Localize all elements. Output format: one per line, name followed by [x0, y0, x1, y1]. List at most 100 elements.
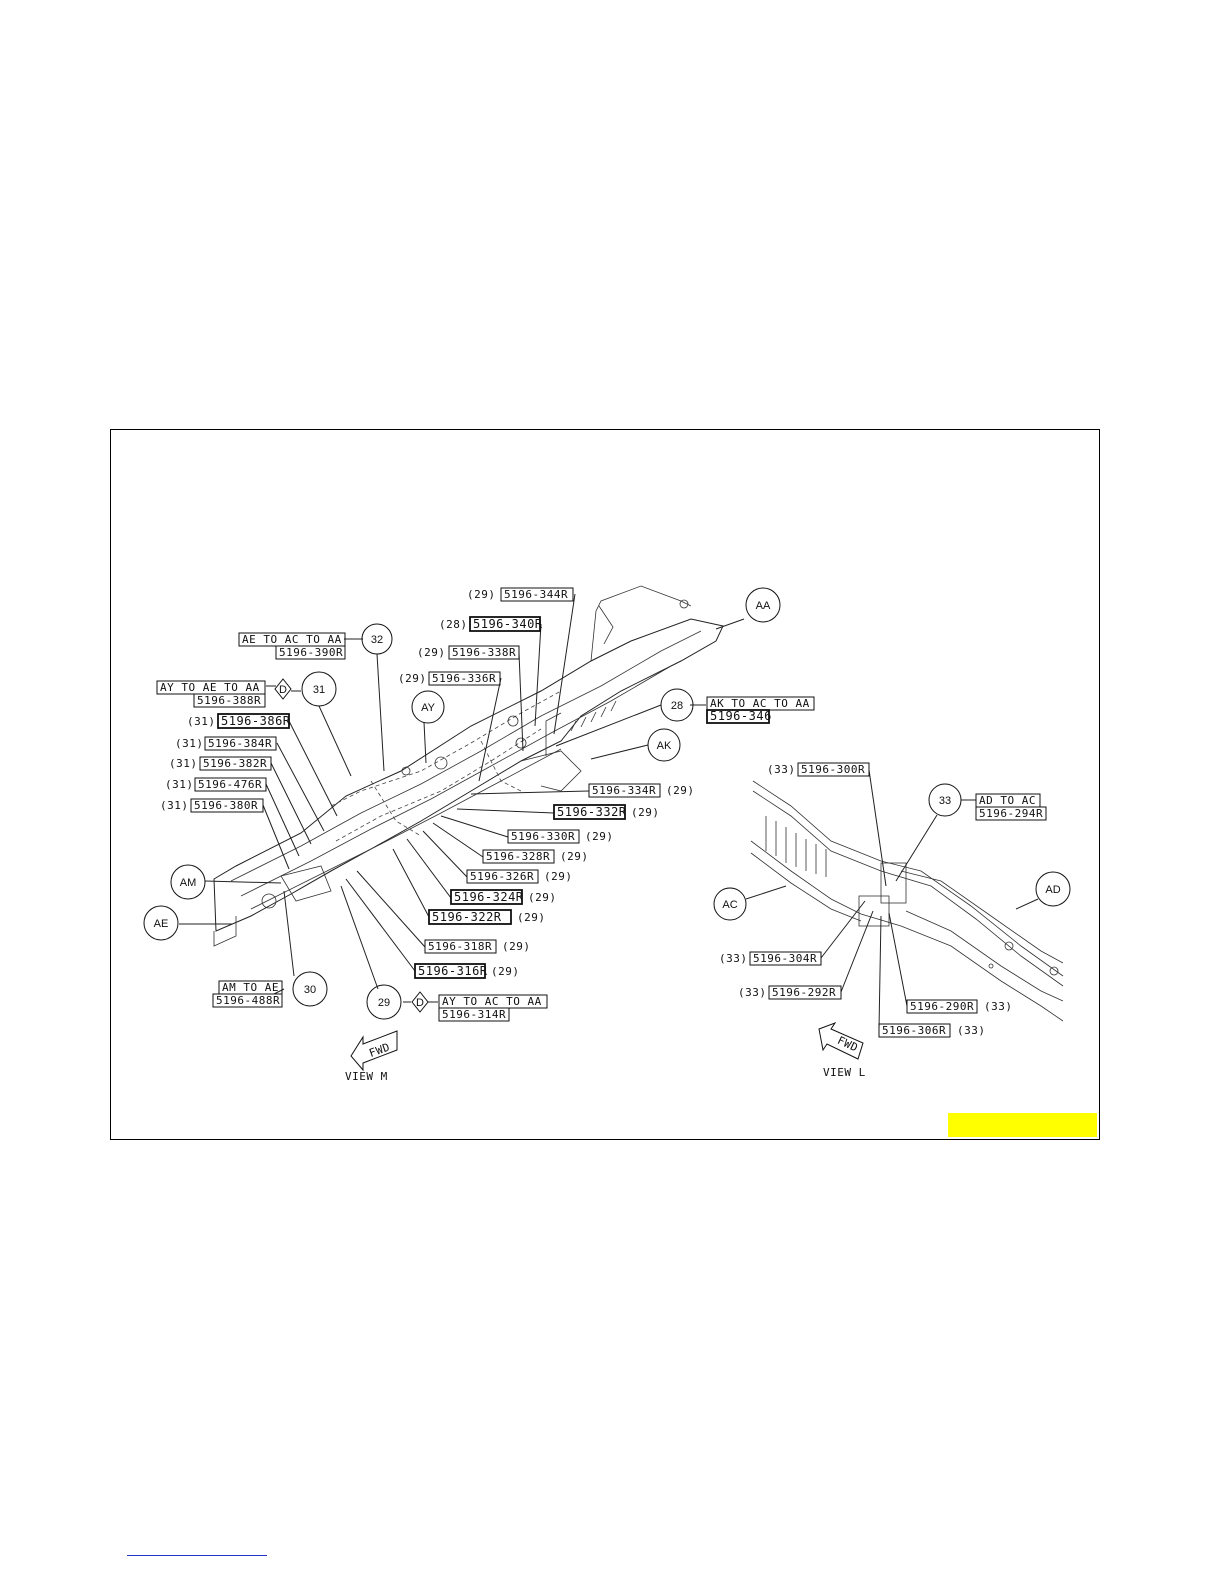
callout-32: 32 [361, 623, 393, 655]
svg-text:5196-382R: 5196-382R [203, 757, 267, 770]
svg-text:(33): (33) [738, 986, 767, 999]
view-m-leaders [179, 593, 745, 1003]
callout-am: AM [170, 864, 206, 900]
part-label: (33) 5196-292R [738, 985, 842, 1000]
view-l-drawing [750, 780, 1064, 1022]
group-label-ay-ac-aa: AY TO AC TO AA 5196-314R [438, 994, 548, 1022]
svg-text:5196-306R: 5196-306R [882, 1024, 946, 1037]
svg-text:5196-338R: 5196-338R [452, 646, 516, 659]
view-m-drawing [213, 585, 724, 947]
part-label: 5196-318R (29) [424, 939, 531, 954]
svg-text:5196-390R: 5196-390R [279, 646, 343, 659]
callout-ad: AD [1035, 871, 1071, 907]
svg-text:5196-336R: 5196-336R [432, 672, 496, 685]
part-label: 5196-326R (29) [466, 869, 573, 884]
callout-33: 33 [928, 783, 962, 817]
svg-text:AC: AC [722, 899, 737, 911]
fwd-arrow-view-m: FWD [350, 1030, 398, 1072]
view-l-callouts: 33 AC AD [713, 783, 1071, 921]
svg-text:5196-294R: 5196-294R [979, 807, 1043, 820]
callout-28: 28 [660, 688, 694, 722]
callout-aa: AA [745, 587, 781, 623]
view-m-title: VIEW M [345, 1070, 388, 1083]
svg-text:5196-290R: 5196-290R [910, 1000, 974, 1013]
svg-text:AK: AK [657, 740, 672, 752]
part-label: 5196-316R (29) [414, 963, 519, 979]
svg-text:(31): (31) [165, 778, 194, 791]
group-label-ak-ac-aa: AK TO AC TO AA 5196-346 [706, 696, 815, 724]
svg-text:5196-326R: 5196-326R [470, 870, 534, 883]
svg-text:(29): (29) [560, 850, 589, 863]
view-l-title: VIEW L [823, 1066, 866, 1079]
svg-text:5196-314R: 5196-314R [442, 1008, 506, 1021]
svg-text:(33): (33) [767, 763, 796, 776]
view-m-parts-right: 5196-334R (29) 5196-332R (29) 5196-330R … [414, 783, 695, 979]
part-label: (31) 5196-476R [165, 777, 267, 792]
part-label: (33) 5196-304R [719, 951, 822, 966]
group-label-ay-ae-aa: AY TO AE TO AA 5196-388R [156, 680, 266, 708]
svg-text:30: 30 [304, 984, 316, 996]
footer-link-underline[interactable] [127, 1555, 267, 1556]
svg-text:5196-322R: 5196-322R [432, 910, 502, 924]
part-label: (31) 5196-380R [160, 798, 264, 813]
svg-text:AE: AE [154, 918, 169, 930]
svg-text:5196-340R: 5196-340R [473, 617, 543, 631]
part-label: 5196-290R (33) [906, 999, 1012, 1014]
svg-text:5196-384R: 5196-384R [208, 737, 272, 750]
group-label-ae-ac-aa: AE TO AC TO AA 5196-390R [238, 632, 346, 660]
svg-text:(29): (29) [631, 806, 660, 819]
svg-text:5196-292R: 5196-292R [772, 986, 836, 999]
diamond-d-1: D [274, 678, 292, 700]
fwd-arrow-view-l: FWD [818, 1021, 864, 1060]
part-label: 5196-334R (29) [588, 783, 695, 798]
svg-text:(29): (29) [585, 830, 614, 843]
svg-text:5196-380R: 5196-380R [194, 799, 258, 812]
svg-text:(29): (29) [666, 784, 695, 797]
svg-text:FWD: FWD [367, 1040, 392, 1060]
svg-text:AE TO AC TO AA: AE TO AC TO AA [242, 633, 342, 646]
part-label: (28) 5196-340R [439, 616, 543, 632]
svg-text:5196-330R: 5196-330R [511, 830, 575, 843]
svg-text:D: D [279, 684, 287, 696]
svg-text:(29): (29) [467, 588, 496, 601]
part-label: (31) 5196-384R [175, 736, 277, 751]
part-label: 5196-324R (29) [450, 889, 556, 905]
part-label: (29) 5196-344R [467, 587, 574, 602]
svg-text:29: 29 [378, 997, 390, 1009]
view-m-callouts: AA AK AY AM AE 32 31 28 [143, 587, 781, 1020]
callout-ak: AK [647, 728, 681, 762]
part-label: 5196-306R (33) [878, 1023, 985, 1038]
highlight-marker [948, 1113, 1097, 1137]
svg-text:D: D [416, 997, 424, 1009]
svg-text:5196-300R: 5196-300R [801, 763, 865, 776]
svg-text:(29): (29) [502, 940, 531, 953]
svg-text:33: 33 [939, 795, 951, 807]
svg-text:AY TO AE TO AA: AY TO AE TO AA [160, 681, 260, 694]
part-label: (29) 5196-338R [417, 645, 520, 660]
part-label: 5196-332R (29) [553, 804, 660, 820]
svg-text:32: 32 [371, 634, 383, 646]
svg-text:31: 31 [313, 684, 325, 696]
callout-ae: AE [143, 905, 179, 941]
svg-text:(29): (29) [417, 646, 446, 659]
svg-text:5196-476R: 5196-476R [198, 778, 262, 791]
part-label: (31) 5196-386R [187, 713, 290, 729]
svg-text:(31): (31) [175, 737, 204, 750]
diamond-d-2: D [411, 991, 429, 1013]
part-label: 5196-330R (29) [507, 829, 614, 844]
svg-text:(31): (31) [187, 715, 216, 728]
svg-text:5196-488R: 5196-488R [216, 994, 280, 1007]
svg-text:(29): (29) [517, 911, 546, 924]
svg-text:5196-388R: 5196-388R [197, 694, 261, 707]
svg-text:(29): (29) [544, 870, 573, 883]
svg-text:(31): (31) [160, 799, 189, 812]
callout-ay: AY [411, 690, 445, 724]
group-label-ad-ac: AD TO AC 5196-294R [975, 793, 1047, 821]
view-l-leaders [745, 769, 1039, 1030]
svg-text:5196-318R: 5196-318R [428, 940, 492, 953]
part-label: (31) 5196-382R [169, 756, 272, 771]
svg-text:5196-344R: 5196-344R [504, 588, 568, 601]
part-label: (29) 5196-336R [398, 671, 501, 686]
svg-text:5196-346: 5196-346 [710, 709, 772, 723]
callout-ac: AC [713, 887, 747, 921]
